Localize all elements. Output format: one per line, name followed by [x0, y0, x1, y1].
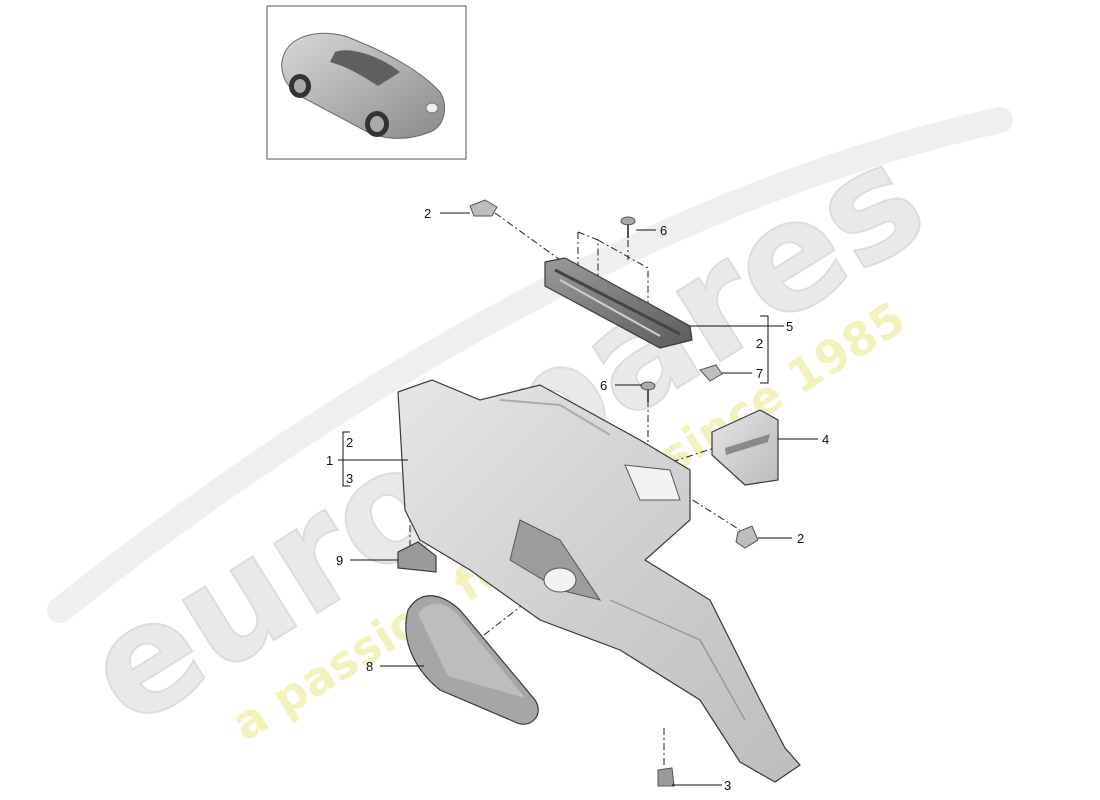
callout-1: 1	[326, 453, 333, 468]
clip-part-2-top	[469, 199, 498, 217]
callout-labels: 2 6 5 2 7 6 1 2 3 4 2 9 8 3	[326, 206, 829, 793]
trim-cap-part-4	[711, 409, 779, 486]
callout-1-sub-2: 2	[346, 435, 353, 450]
clip-part-7	[699, 364, 723, 382]
callout-8: 8	[366, 659, 373, 674]
rear-side-trim-panel	[397, 379, 801, 783]
clip-part-2-right	[735, 525, 759, 549]
trim-clip-part-9	[397, 541, 437, 573]
speaker-cover-part-8	[405, 595, 539, 725]
screw-part-6-top	[620, 216, 636, 238]
callout-2-right: 2	[797, 531, 804, 546]
callout-2-top: 2	[424, 206, 431, 221]
callout-4: 4	[822, 432, 829, 447]
screw-part-6-mid	[640, 381, 656, 402]
callout-3: 3	[724, 778, 731, 793]
callout-9: 9	[336, 553, 343, 568]
car-icon	[281, 32, 446, 139]
thumbnail-box	[266, 5, 467, 160]
callout-6-top: 6	[660, 223, 667, 238]
leader-lines	[338, 212, 818, 786]
callout-6-mid: 6	[600, 378, 607, 393]
callout-1-sub-3: 3	[346, 471, 353, 486]
clip-part-3	[657, 767, 675, 787]
callout-5: 5	[786, 319, 793, 334]
parcel-shelf-bracket	[544, 257, 693, 349]
callout-7: 7	[756, 366, 763, 381]
callout-2-bracket: 2	[756, 336, 763, 351]
